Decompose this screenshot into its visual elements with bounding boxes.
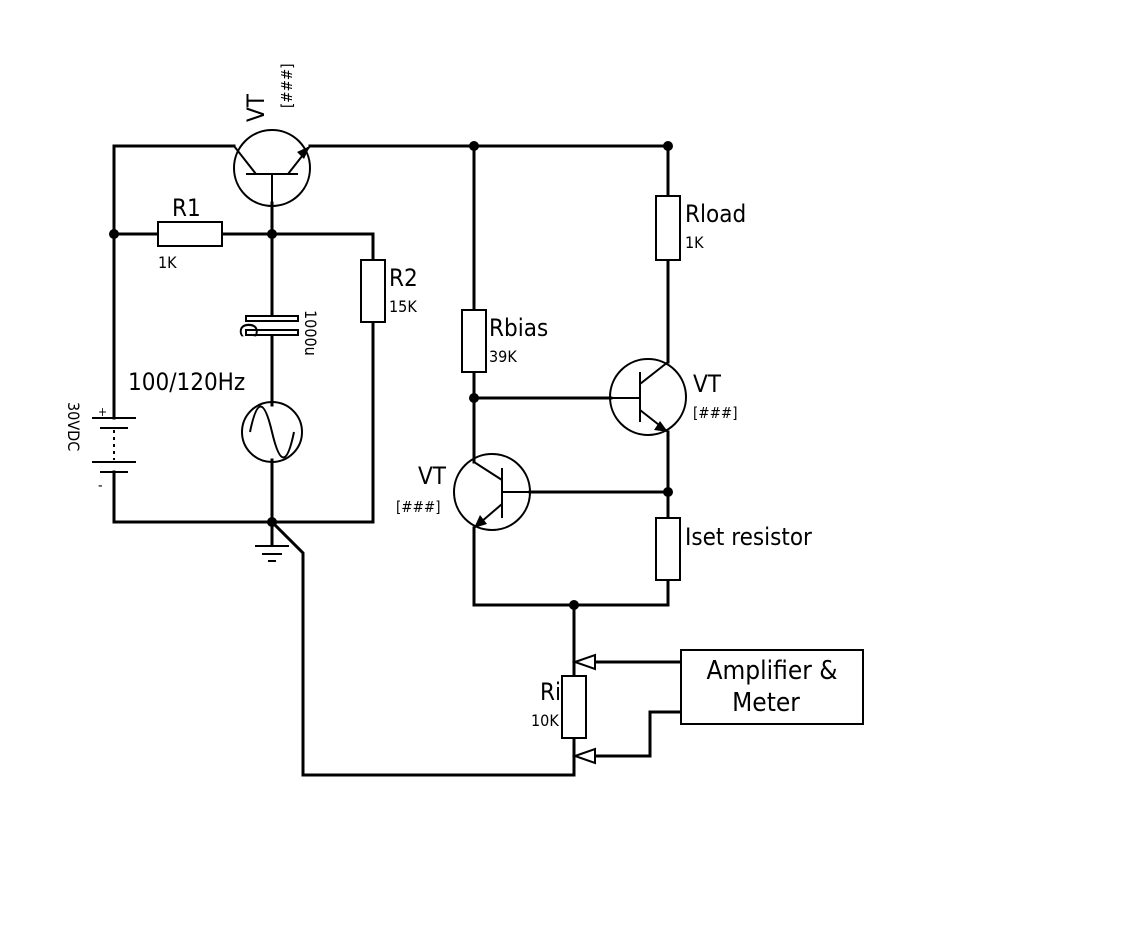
resistor-rbias-name: Rbias <box>489 314 548 342</box>
resistor-ri: Ri 10K <box>531 653 596 765</box>
sine-wave-icon <box>249 405 295 459</box>
battery-minus: - <box>98 478 103 494</box>
transistor-left-name: VT <box>418 462 447 490</box>
capacitor-c: C 1000u <box>234 310 320 356</box>
transistor-right-name: VT <box>693 370 722 398</box>
resistor-r1-value: 1K <box>158 253 177 272</box>
transistor-left-value: [###] <box>396 498 440 516</box>
resistor-ri-value: 10K <box>531 711 559 730</box>
transistor-top-value: [###] <box>278 64 296 108</box>
capacitor-value: 1000u <box>301 310 320 356</box>
transistor-right-value: [###] <box>693 404 737 422</box>
transistor-top-name: VT <box>242 93 270 122</box>
resistor-rload-name: Rload <box>685 200 746 228</box>
ri-lower-arrow <box>571 747 596 765</box>
resistor-r1: R1 1K <box>157 194 223 272</box>
capacitor-name: C <box>234 322 262 337</box>
resistor-rload-value: 1K <box>685 233 704 252</box>
transistor-top: VT [###] <box>233 64 311 207</box>
resistor-r2-name: R2 <box>389 264 418 292</box>
resistor-iset-name: Iset resistor <box>685 523 812 551</box>
resistor-r2-value: 15K <box>389 297 417 316</box>
resistor-ri-name: Ri <box>540 678 561 706</box>
resistor-rbias-value: 39K <box>489 347 517 366</box>
battery-30vdc: + - 30VDC <box>64 402 136 494</box>
ac-source-label: 100/120Hz <box>128 368 245 396</box>
ground-icon <box>255 545 289 562</box>
battery-plus: + <box>98 405 107 419</box>
battery-label: 30VDC <box>64 402 83 451</box>
ac-source: 100/120Hz <box>128 368 303 463</box>
amplifier-line2: Meter <box>732 688 800 718</box>
resistor-iset: Iset resistor <box>655 517 812 581</box>
resistor-r2: R2 15K <box>360 259 418 323</box>
amplifier-line1: Amplifier & <box>706 656 837 686</box>
resistor-r1-name: R1 <box>172 194 201 222</box>
resistor-rload: Rload 1K <box>655 195 746 261</box>
transistor-left: VT [###] <box>396 453 531 531</box>
transistor-right: VT [###] <box>609 358 737 436</box>
junction-dots <box>109 141 673 610</box>
ri-upper-arrow <box>571 653 596 671</box>
amplifier-meter-box: Amplifier & Meter <box>680 649 864 725</box>
resistor-rbias: Rbias 39K <box>461 309 548 373</box>
wires <box>112 144 683 777</box>
